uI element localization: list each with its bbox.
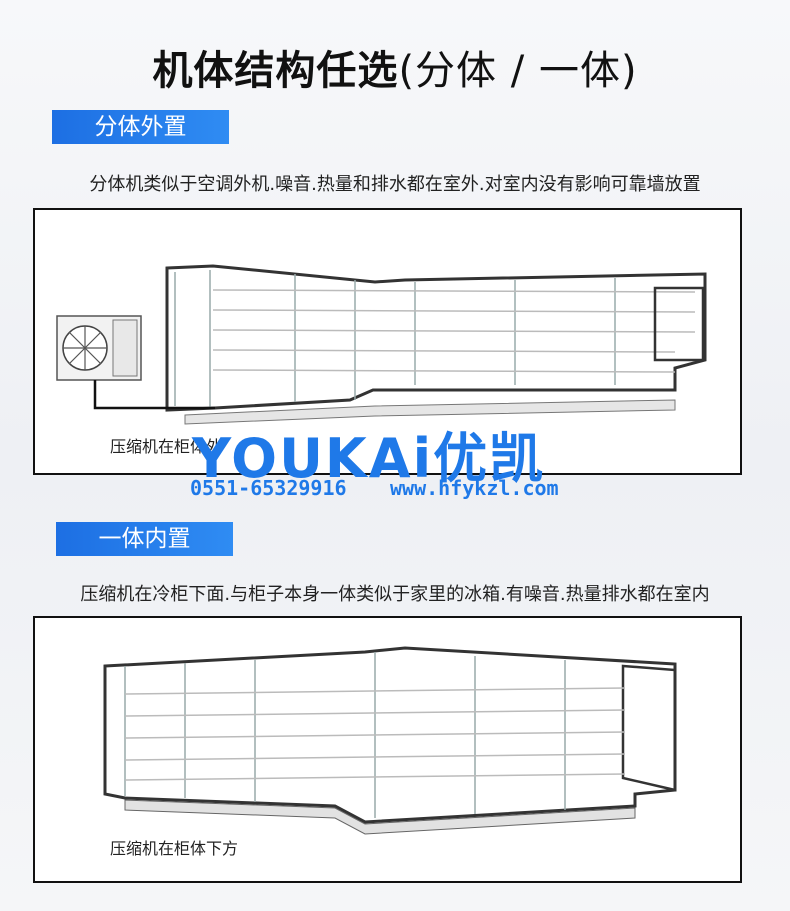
title-main: 机体结构任选 [152,48,399,94]
section-description-integrated: 压缩机在冷柜下面.与柜子本身一体类似于家里的冰箱.有噪音.热量排水都在室内 [80,584,710,605]
section-description-split: 分体机类似于空调外机.噪音.热量和排水都在室外.对室内没有影响可靠墙放置 [89,174,701,195]
split-cabinet-illustration [56,264,707,425]
section-tag-integrated: 一体内置 [56,522,233,556]
split-unit-panel: 压缩机在柜体外 [33,208,742,475]
brand-logo-text: YOUKAi [192,427,434,490]
title-sub: (分体 / 一体) [398,48,638,94]
section-tag-split: 分体外置 [52,110,229,144]
integrated-cabinet-illustration [103,646,677,835]
watermark-url: www.hfykzl.com [390,476,559,500]
watermark-phone: 0551-65329916 [190,476,347,500]
brand-watermark: YOUKAi优凯 [192,414,545,493]
caption-compressor-outside: 压缩机在柜体外 [110,437,223,456]
brand-logo-cn: 优凯 [433,427,546,490]
page-title: 机体结构任选(分体 / 一体) [0,38,790,96]
integrated-unit-panel: 压缩机在柜体下方 [33,616,742,883]
caption-compressor-below: 压缩机在柜体下方 [110,839,239,858]
